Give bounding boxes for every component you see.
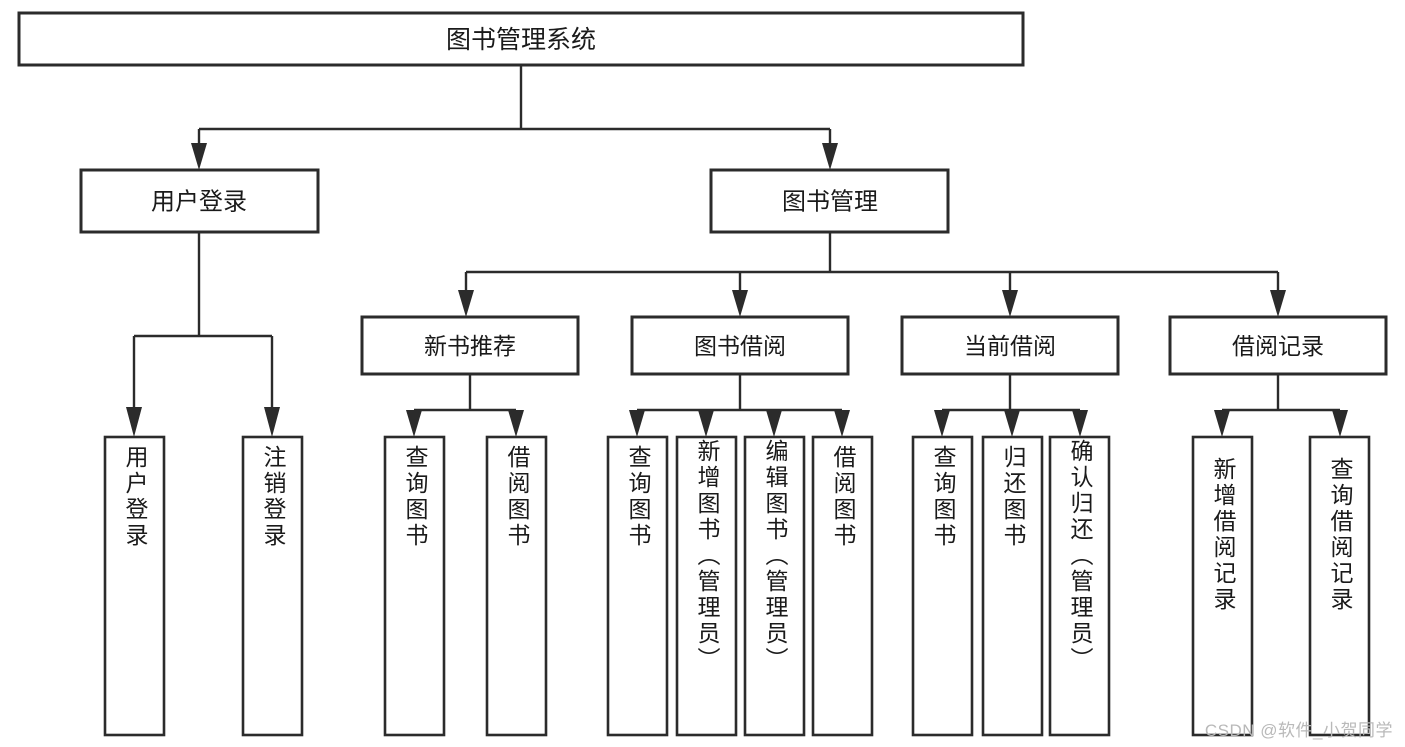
leaf-node-add-borrow-record[interactable]: 新增借阅记录	[1193, 437, 1252, 735]
arrow-head-leaf-add-borrow-record	[1214, 410, 1230, 437]
node-book-borrow[interactable]: 图书借阅	[630, 315, 850, 376]
node-current-borrow[interactable]: 当前借阅	[900, 315, 1120, 376]
node-borrow-record-box[interactable]	[1168, 315, 1388, 376]
arrow-head-leaf-query-book-1	[406, 410, 422, 437]
node-new-book-recommend-box[interactable]	[360, 315, 580, 376]
leaf-node-edit-book[interactable]: 编辑图书（管理员）	[745, 437, 804, 735]
leaf-box-group	[103, 435, 1371, 737]
leaf-box-user-login[interactable]	[103, 435, 166, 737]
arrow-head-leaf-confirm-return	[1072, 410, 1088, 437]
leaf-node-query-book-2[interactable]: 查询图书	[608, 437, 667, 735]
arrow-head-user-login	[191, 143, 207, 170]
arrow-head-leaf-query-book-3	[934, 410, 950, 437]
leaf-box-borrow-book-1[interactable]	[485, 435, 548, 737]
leaf-node-add-book[interactable]: 新增图书（管理员）	[677, 437, 736, 735]
arrow-head-leaf-edit-book	[766, 410, 782, 437]
arrow-head-current-borrow	[1002, 290, 1018, 317]
leaf-node-query-borrow-record[interactable]: 查询借阅记录	[1310, 437, 1369, 735]
node-user-login-box[interactable]	[79, 168, 320, 234]
leaf-label-add-borrow-record: 新增借阅记录	[1210, 457, 1236, 613]
leaf-box-borrow-book-2[interactable]	[811, 435, 874, 737]
connector-group-current-borrow-to-leaves	[934, 374, 1088, 437]
leaf-label-user-login: 用户登录	[122, 445, 148, 549]
node-book-manage-box[interactable]	[709, 168, 950, 234]
leaf-label-return-book: 归还图书	[1000, 445, 1026, 549]
leaf-node-user-login[interactable]: 用户登录	[105, 437, 164, 735]
node-borrow-record-label: 借阅记录	[1232, 333, 1324, 359]
arrow-head-leaf-query-borrow-record	[1332, 410, 1348, 437]
arrow-head-leaf-return-book	[1004, 410, 1020, 437]
arrow-head-leaf-query-book-2	[629, 410, 645, 437]
node-user-login[interactable]: 用户登录	[79, 168, 320, 234]
leaf-node-query-book-3[interactable]: 查询图书	[913, 437, 972, 735]
connector-group-book-manage-to-level3	[458, 232, 1286, 317]
leaf-node-return-book[interactable]: 归还图书	[983, 437, 1042, 735]
connector-group-user-login-to-leaves	[126, 232, 280, 437]
leaf-box-query-book-3[interactable]	[911, 435, 974, 737]
leaf-label-borrow-book-2: 借阅图书	[830, 445, 856, 549]
leaf-node-logout[interactable]: 注销登录	[243, 437, 302, 735]
leaf-label-confirm-return: 确认归还（管理员）	[1067, 439, 1093, 673]
leaf-node-confirm-return[interactable]: 确认归还（管理员）	[1050, 437, 1109, 735]
leaf-node-borrow-book-1[interactable]: 借阅图书	[487, 437, 546, 735]
leaf-node-query-book-1[interactable]: 查询图书	[385, 437, 444, 735]
node-book-manage-label: 图书管理	[782, 189, 878, 216]
leaf-node-borrow-book-2[interactable]: 借阅图书	[813, 437, 872, 735]
leaf-box-edit-book[interactable]	[743, 435, 806, 737]
watermark-text: CSDN @软件_小贺同学	[1204, 721, 1393, 740]
arrow-head-leaf-borrow-book-2	[834, 410, 850, 437]
node-current-borrow-label: 当前借阅	[964, 333, 1056, 359]
node-book-borrow-box[interactable]	[630, 315, 850, 376]
node-root-label: 图书管理系统	[446, 26, 596, 54]
leaf-box-confirm-return[interactable]	[1048, 435, 1111, 737]
node-current-borrow-box[interactable]	[900, 315, 1120, 376]
leaf-box-logout[interactable]	[241, 435, 304, 737]
leaf-box-query-borrow-record[interactable]	[1308, 435, 1371, 737]
arrow-head-leaf-borrow-book-1	[508, 410, 524, 437]
leaf-box-query-book-2[interactable]	[606, 435, 669, 737]
connector-group-root-to-level2	[191, 65, 838, 170]
leaf-box-add-book[interactable]	[675, 435, 738, 737]
leaf-label-logout: 注销登录	[260, 445, 286, 549]
node-book-manage[interactable]: 图书管理	[709, 168, 950, 234]
leaf-label-borrow-book-1: 借阅图书	[504, 445, 530, 549]
leaf-label-query-book-2: 查询图书	[625, 445, 651, 549]
arrow-head-new-book-recommend	[458, 290, 474, 317]
node-borrow-record[interactable]: 借阅记录	[1168, 315, 1388, 376]
node-new-book-recommend[interactable]: 新书推荐	[360, 315, 580, 376]
node-user-login-label: 用户登录	[151, 189, 247, 216]
leaf-label-add-book: 新增图书（管理员）	[694, 439, 720, 673]
node-book-borrow-label: 图书借阅	[694, 333, 786, 359]
arrow-head-leaf-user-login	[126, 407, 142, 437]
node-root-box[interactable]	[17, 11, 1025, 67]
node-new-book-recommend-label: 新书推荐	[424, 333, 516, 359]
arrow-head-leaf-add-book	[698, 410, 714, 437]
arrow-head-leaf-logout	[264, 407, 280, 437]
leaf-label-query-book-3: 查询图书	[930, 445, 956, 549]
connector-group-borrow-record-to-leaves	[1214, 374, 1348, 437]
arrow-head-book-borrow	[732, 290, 748, 317]
leaf-box-query-book-1[interactable]	[383, 435, 446, 737]
leaf-box-add-borrow-record[interactable]	[1191, 435, 1254, 737]
leaf-label-query-book-1: 查询图书	[402, 445, 428, 549]
connector-group-new-book-to-leaves	[406, 374, 524, 437]
node-root[interactable]: 图书管理系统	[17, 11, 1025, 67]
leaf-box-return-book[interactable]	[981, 435, 1044, 737]
arrow-head-borrow-record	[1270, 290, 1286, 317]
connector-group-book-borrow-to-leaves	[629, 374, 850, 437]
leaf-label-edit-book: 编辑图书（管理员）	[762, 439, 788, 673]
leaf-label-query-borrow-record: 查询借阅记录	[1327, 457, 1353, 613]
arrow-head-book-manage	[822, 143, 838, 170]
